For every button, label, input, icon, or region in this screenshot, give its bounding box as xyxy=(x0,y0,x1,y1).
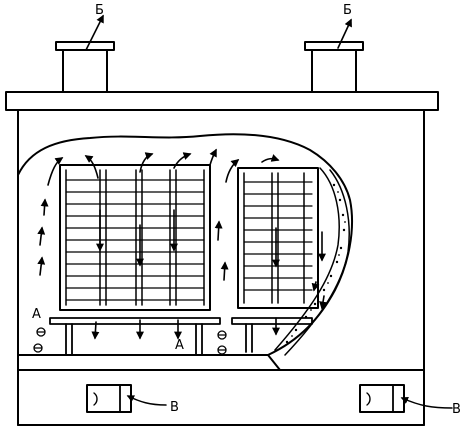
vent-leaders xyxy=(126,395,453,409)
label-vent-left: В xyxy=(170,400,179,415)
cabinet-body xyxy=(17,109,425,426)
vent-right xyxy=(359,384,405,413)
ground-symbols xyxy=(33,327,227,355)
exhaust-arrows xyxy=(85,14,352,51)
label-outlet-right: Б xyxy=(343,3,352,18)
radiator-left xyxy=(59,164,211,311)
label-outlet-left: Б xyxy=(95,3,104,18)
label-air-inlet-main: А xyxy=(32,307,41,322)
insulation-layer xyxy=(274,167,340,351)
support-left xyxy=(49,317,221,356)
label-vent-right: В xyxy=(452,402,461,417)
exhaust-pipe-right xyxy=(304,41,364,93)
insulation-dots xyxy=(285,183,346,344)
radiator-right xyxy=(237,167,319,309)
exhaust-pipe-left xyxy=(55,41,115,93)
airflow-arrows xyxy=(37,148,327,340)
vent-left xyxy=(86,384,132,413)
support-right xyxy=(231,317,313,353)
top-cover xyxy=(5,91,439,111)
label-air-inlet-bottom: А xyxy=(175,338,184,353)
